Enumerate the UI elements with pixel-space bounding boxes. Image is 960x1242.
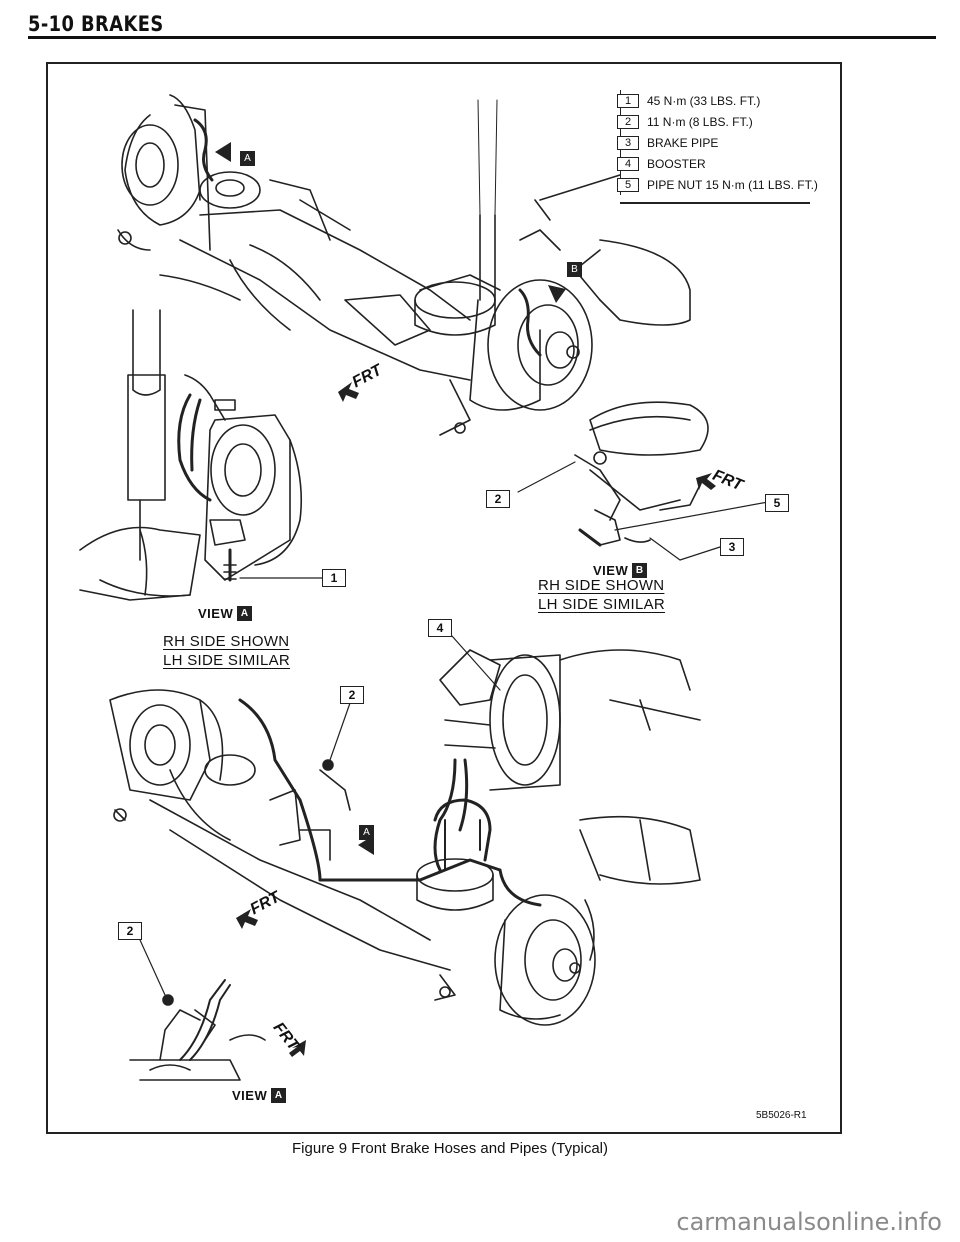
view-b-detail — [517, 401, 769, 561]
view-prefix: VIEW — [232, 1088, 268, 1103]
frt-arrow-icon — [289, 1040, 306, 1057]
view-a-bottom-label: VIEW A — [232, 1088, 287, 1103]
legend-text: PIPE NUT 15 N·m (11 LBS. FT.) — [647, 177, 818, 192]
legend-key: 3 — [617, 135, 639, 150]
view-a-side-shown: RH SIDE SHOWN — [163, 633, 290, 650]
view-a-label: VIEW A — [198, 606, 253, 621]
legend-item: 2 11 N·m (8 LBS. FT.) — [617, 111, 821, 132]
view-b-marker: B — [567, 262, 582, 277]
section-title: 5-10 BRAKES — [28, 12, 164, 36]
view-key: B — [632, 563, 648, 578]
callout-2-view-a-bottom: 2 — [118, 922, 142, 940]
legend: 1 45 N·m (33 LBS. FT.) 2 11 N·m (8 LBS. … — [617, 90, 821, 195]
direction-arrows — [215, 142, 716, 1057]
callout-2-view-b: 2 — [486, 490, 510, 508]
callout-4-booster: 4 — [428, 619, 452, 637]
legend-item: 3 BRAKE PIPE — [617, 132, 821, 153]
view-a-pointer-icon — [215, 142, 231, 162]
figure-code: 5B5026-R1 — [756, 1110, 807, 1121]
legend-item: 1 45 N·m (33 LBS. FT.) — [617, 90, 821, 111]
view-key: A — [271, 1088, 287, 1103]
legend-key: 4 — [617, 156, 639, 171]
view-key: A — [237, 606, 253, 621]
view-b-pointer-icon — [548, 285, 566, 303]
view-a-pointer-icon — [358, 835, 374, 855]
frt-arrow-icon — [696, 473, 716, 490]
view-b-side-shown: RH SIDE SHOWN — [538, 577, 665, 594]
header-rule — [28, 36, 936, 39]
figure-caption: Figure 9 Front Brake Hoses and Pipes (Ty… — [292, 1140, 608, 1157]
view-a-marker: A — [240, 151, 255, 166]
view-b-side-similar: LH SIDE SIMILAR — [538, 596, 666, 613]
legend-underline — [620, 202, 810, 204]
legend-key: 2 — [617, 114, 639, 129]
legend-text: BRAKE PIPE — [647, 135, 719, 150]
legend-key: 1 — [617, 93, 639, 108]
view-a-side-similar: LH SIDE SIMILAR — [163, 652, 291, 669]
view-b-label: VIEW B — [593, 563, 648, 578]
callout-1-view-a: 1 — [322, 569, 346, 587]
callout-2-main: 2 — [340, 686, 364, 704]
view-a-top-detail — [79, 309, 323, 601]
legend-item: 4 BOOSTER — [617, 153, 821, 174]
legend-text: 11 N·m (8 LBS. FT.) — [647, 114, 753, 129]
legend-key: 5 — [617, 177, 639, 192]
bottom-assembly-art — [109, 635, 701, 1026]
callout-3-view-b: 3 — [720, 538, 744, 556]
frt-arrow-icon — [338, 382, 359, 402]
frt-arrow-icon — [236, 909, 258, 929]
view-prefix: VIEW — [593, 563, 629, 578]
legend-text: 45 N·m (33 LBS. FT.) — [647, 93, 761, 108]
callout-5-view-b: 5 — [765, 494, 789, 512]
view-a-bottom-detail — [129, 939, 266, 1081]
legend-text: BOOSTER — [647, 156, 706, 171]
figure-frame — [46, 62, 842, 1134]
view-prefix: VIEW — [198, 606, 234, 621]
legend-item: 5 PIPE NUT 15 N·m (11 LBS. FT.) — [617, 174, 821, 195]
view-a-marker: A — [359, 825, 374, 840]
watermark: carmanualsonline.info — [676, 1208, 942, 1236]
top-suspension-art — [117, 94, 691, 436]
